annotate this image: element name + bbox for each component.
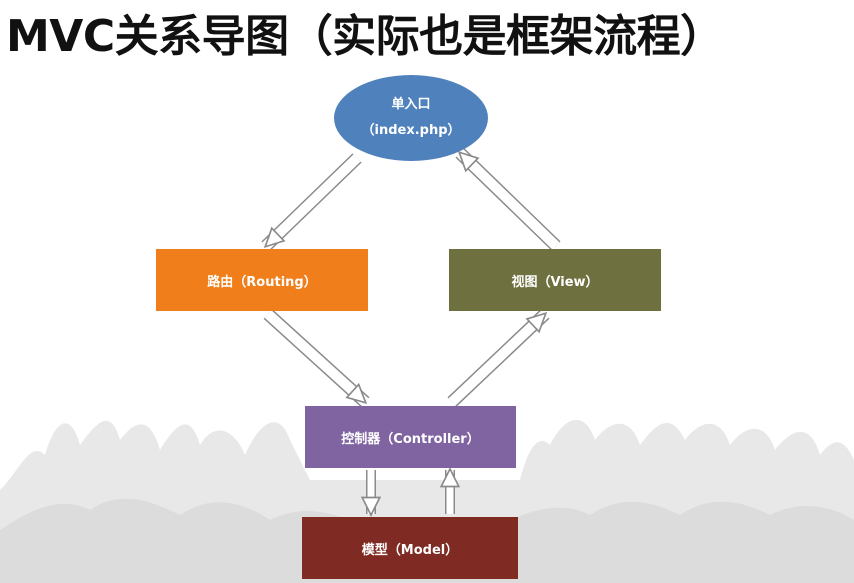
view-node-label: 视图（View） [511,274,599,290]
controller-node: 控制器（Controller） [305,406,516,468]
arrow-controller-to-view [447,309,550,407]
entry-node-title: 单入口 [391,97,431,112]
router-node-label: 路由（Routing） [207,274,317,290]
controller-node-label: 控制器（Controller） [341,431,480,447]
page-title: MVC关系导图（实际也是框架流程） [6,11,724,62]
model-node: 模型（Model） [302,517,518,579]
arrow-view-to-entry [455,148,561,251]
router-node: 路由（Routing） [156,249,368,311]
view-node: 视图（View） [449,249,661,311]
arrow-router-to-controller [263,309,370,407]
entry-node: 单入口 （index.php） [334,75,488,161]
crowd-silhouette-background [0,419,854,583]
entry-node-file: （index.php） [361,123,461,138]
arrow-entry-to-router [261,153,362,251]
model-node-label: 模型（Model） [361,542,459,558]
